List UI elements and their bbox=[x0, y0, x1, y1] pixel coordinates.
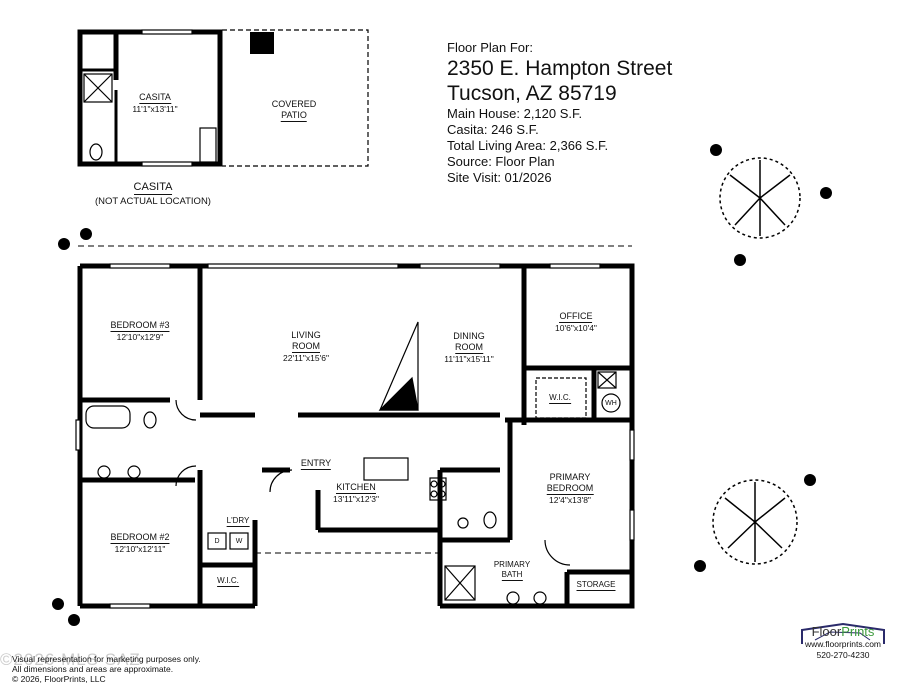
room-name: DINING bbox=[453, 331, 485, 341]
room-name: BEDROOM #3 bbox=[110, 320, 170, 332]
room-dim: 10'6"x10'4" bbox=[555, 323, 597, 333]
room-dim: 12'10"x12'11" bbox=[114, 544, 166, 554]
address-line2: Tucson, AZ 85719 bbox=[447, 82, 617, 105]
washer-label: W bbox=[235, 538, 243, 545]
room-name: KITCHEN bbox=[336, 482, 376, 494]
room-name: ROOM bbox=[292, 341, 320, 353]
logo-brand: FloorPrints bbox=[798, 624, 888, 639]
room-name: LIVING bbox=[291, 330, 321, 340]
room-name: ENTRY bbox=[300, 458, 332, 470]
main-walls bbox=[77, 263, 635, 609]
casita-caption: CASITA(NOT ACTUAL LOCATION) bbox=[95, 180, 211, 209]
room-entry: ENTRY bbox=[300, 458, 332, 470]
room-name: CASITA bbox=[139, 92, 171, 104]
copyright: © 2026, FloorPrints, LLC bbox=[12, 674, 106, 684]
intro-text: Floor Plan For: bbox=[447, 40, 533, 55]
landscape-trees bbox=[712, 157, 801, 565]
landscape-plants bbox=[52, 144, 832, 626]
room-dim: 22'11"x15'6" bbox=[283, 353, 329, 363]
caption-note: (NOT ACTUAL LOCATION) bbox=[95, 196, 211, 207]
room-name: OFFICE bbox=[559, 311, 593, 323]
footer-disclaimer: Visual representation for marketing purp… bbox=[12, 654, 201, 684]
logo-brand-a: Floor bbox=[811, 624, 842, 639]
total-area: Total Living Area: 2,366 S.F. bbox=[447, 138, 609, 153]
room-storage: STORAGE bbox=[576, 579, 616, 591]
disclaimer-line2: All dimensions and areas are approximate… bbox=[12, 664, 174, 674]
main-house-area: Main House: 2,120 S.F. bbox=[447, 106, 583, 121]
address-line1: 2350 E. Hampton Street bbox=[447, 57, 673, 80]
room-name: BEDROOM bbox=[546, 483, 594, 495]
room-dim: 11'1"x13'11" bbox=[132, 104, 178, 114]
room-bedroom2-wic: W.I.C. bbox=[217, 575, 239, 587]
caption-title: CASITA bbox=[133, 181, 173, 195]
room-name: BEDROOM #2 bbox=[110, 532, 170, 544]
dryer-label: D bbox=[214, 538, 220, 545]
room-name: STORAGE bbox=[576, 580, 616, 591]
patio-outline bbox=[222, 29, 369, 167]
casita-fixtures bbox=[83, 29, 217, 167]
logo-house-icon bbox=[801, 622, 885, 644]
fixtures bbox=[85, 321, 621, 605]
room-name: PATIO bbox=[281, 110, 307, 122]
plan-info: Floor Plan For: 2350 E. Hampton Street T… bbox=[447, 40, 672, 186]
windows bbox=[75, 263, 635, 609]
site-visit: Site Visit: 01/2026 bbox=[447, 170, 552, 185]
room-name: L'DRY bbox=[226, 516, 250, 527]
room-name: W.I.C. bbox=[549, 393, 571, 404]
room-name: W.I.C. bbox=[217, 576, 239, 587]
room-laundry: L'DRY bbox=[226, 515, 250, 527]
logo-phone: 520-270-4230 bbox=[816, 650, 870, 660]
room-name: PRIMARY bbox=[493, 560, 531, 569]
room-name: BATH bbox=[501, 570, 523, 581]
source: Source: Floor Plan bbox=[447, 154, 555, 169]
floorprints-logo: FloorPrints www.floorprints.com 520-270-… bbox=[798, 624, 888, 661]
room-primary-wic: W.I.C. bbox=[549, 392, 571, 404]
logo-website: www.floorprints.com bbox=[804, 639, 882, 649]
mls-watermark: ©2026 MLS SAZ bbox=[0, 650, 141, 669]
casita-fireplace bbox=[250, 32, 274, 54]
room-name: PRIMARY bbox=[549, 472, 591, 482]
room-dim: 13'11"x12'3" bbox=[333, 494, 379, 504]
room-dim: 12'4"x13'8" bbox=[549, 495, 591, 505]
room-dim: 11'11"x15'11" bbox=[444, 354, 494, 364]
room-dim: 12'10"x12'9" bbox=[116, 332, 164, 342]
room-name: ROOM bbox=[455, 342, 483, 354]
logo-brand-b: Prints bbox=[841, 624, 875, 639]
room-name: COVERED bbox=[271, 99, 317, 109]
disclaimer-line1: Visual representation for marketing purp… bbox=[12, 654, 201, 664]
water-heater-label: WH bbox=[605, 400, 617, 407]
casita-area: Casita: 246 S.F. bbox=[447, 122, 539, 137]
